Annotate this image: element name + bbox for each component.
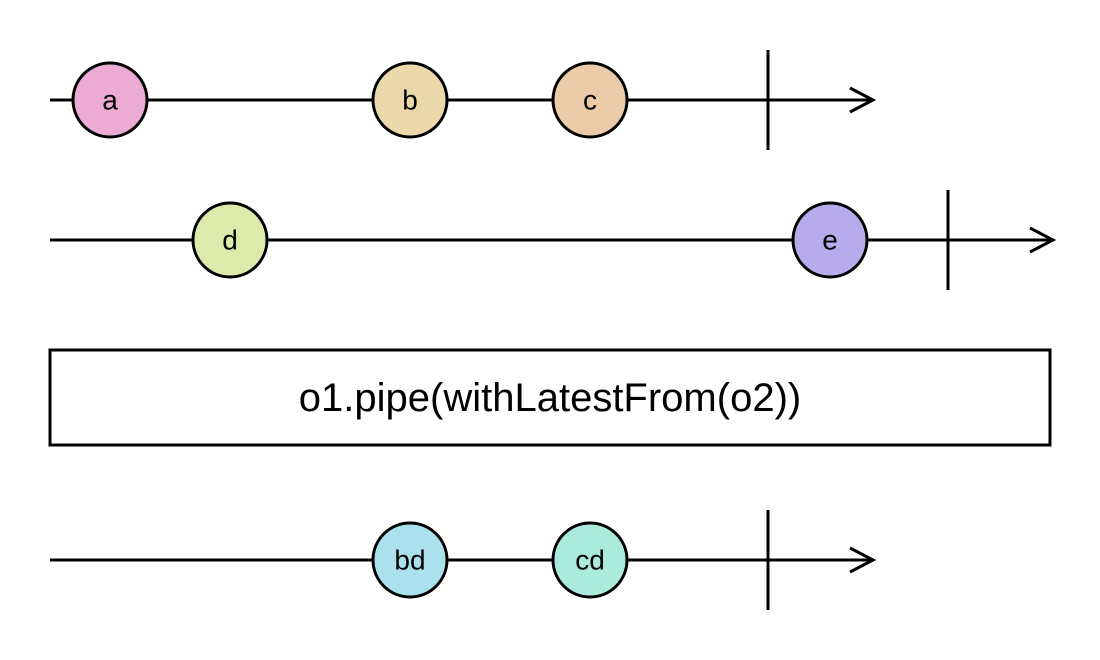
marble-a-circle <box>71 61 149 139</box>
marble-e: e <box>791 201 869 279</box>
operator-box <box>48 348 1052 447</box>
marble-bd-label: bd <box>394 545 425 576</box>
marble-b-label: b <box>402 85 418 116</box>
timeline-o2-arrow-icon <box>1029 226 1057 254</box>
timeline-o1-arrow-icon <box>849 86 877 114</box>
timeline-result-arrow-icon <box>849 546 877 574</box>
marble-c: c <box>551 61 629 139</box>
marble-b: b <box>371 61 449 139</box>
marble-e-circle <box>791 201 869 279</box>
marble-a-label: a <box>102 85 118 116</box>
marble-cd: cd <box>551 521 629 599</box>
timeline-o1: a b c <box>50 50 877 150</box>
marble-c-circle <box>551 61 629 139</box>
marble-cd-label: cd <box>575 545 605 576</box>
marble-e-label: e <box>822 225 838 256</box>
timeline-result: bd cd <box>50 510 877 610</box>
operator-label: o1.pipe(withLatestFrom(o2)) <box>299 376 801 420</box>
marble-bd-circle <box>371 521 449 599</box>
marble-b-circle <box>371 61 449 139</box>
marble-d-circle <box>191 201 269 279</box>
marble-bd: bd <box>371 521 449 599</box>
timeline-o2: d e <box>50 190 1057 290</box>
marble-d: d <box>191 201 269 279</box>
marble-a: a <box>71 61 149 139</box>
marble-d-label: d <box>222 225 238 256</box>
marble-cd-circle <box>551 521 629 599</box>
marble-c-label: c <box>583 85 597 116</box>
operator: o1.pipe(withLatestFrom(o2)) <box>48 348 1052 447</box>
